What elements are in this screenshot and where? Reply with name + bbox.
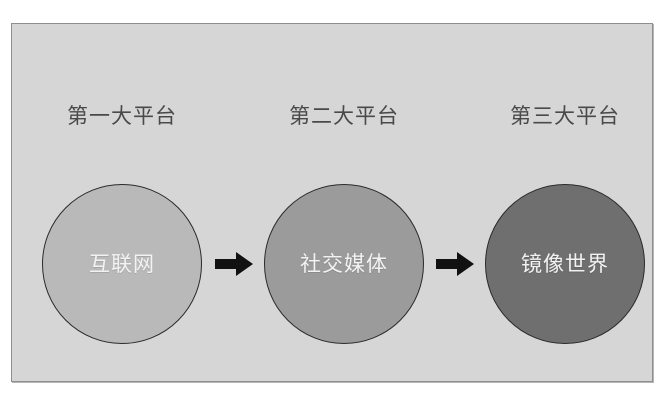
node-label-mirror-world: 镜像世界 [521, 252, 609, 276]
column-header-platform-3: 第三大平台 [510, 104, 620, 128]
node-label-internet: 互联网 [89, 252, 155, 276]
arrow-right-icon-2 [436, 249, 476, 279]
arrow-right-icon-1 [215, 249, 255, 279]
diagram-panel: 第一大平台 第二大平台 第三大平台 互联网 社交媒体 镜像世界 [11, 23, 653, 382]
column-header-platform-2: 第二大平台 [289, 104, 399, 128]
node-circle-mirror-world: 镜像世界 [485, 184, 645, 344]
column-header-platform-1: 第一大平台 [67, 104, 177, 128]
node-circle-internet: 互联网 [42, 184, 202, 344]
node-label-social-media: 社交媒体 [300, 252, 388, 276]
node-circle-social-media: 社交媒体 [264, 184, 424, 344]
